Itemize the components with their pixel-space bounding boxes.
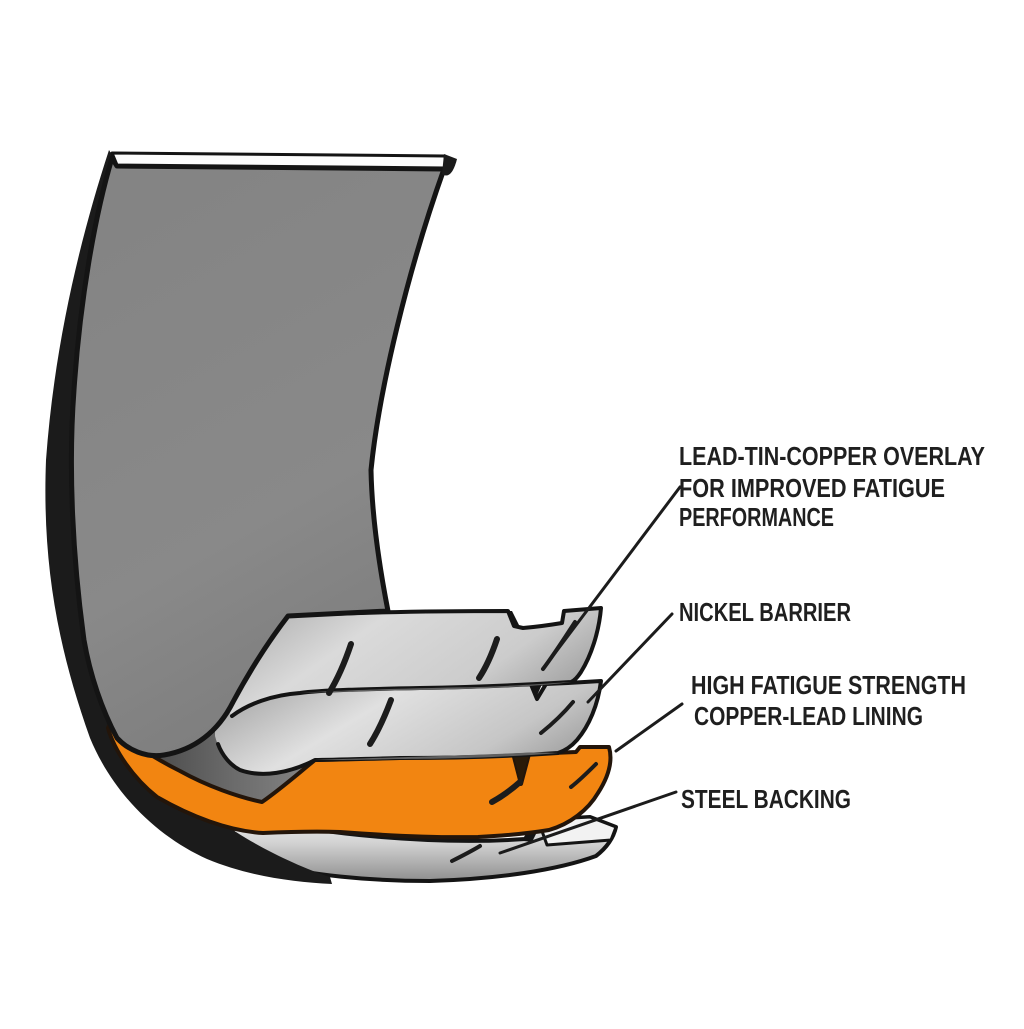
svg-text:LEAD-TIN-COPPER OVERLAY: LEAD-TIN-COPPER OVERLAY	[679, 441, 985, 471]
svg-text:NICKEL BARRIER: NICKEL BARRIER	[679, 597, 851, 627]
svg-text:FOR IMPROVED FATIGUE: FOR IMPROVED FATIGUE	[679, 473, 945, 503]
svg-text:COPPER-LEAD LINING: COPPER-LEAD LINING	[694, 701, 923, 731]
svg-text:HIGH FATIGUE STRENGTH: HIGH FATIGUE STRENGTH	[691, 670, 966, 700]
svg-text:PERFORMANCE: PERFORMANCE	[679, 502, 834, 532]
svg-text:STEEL BACKING: STEEL BACKING	[681, 784, 851, 814]
